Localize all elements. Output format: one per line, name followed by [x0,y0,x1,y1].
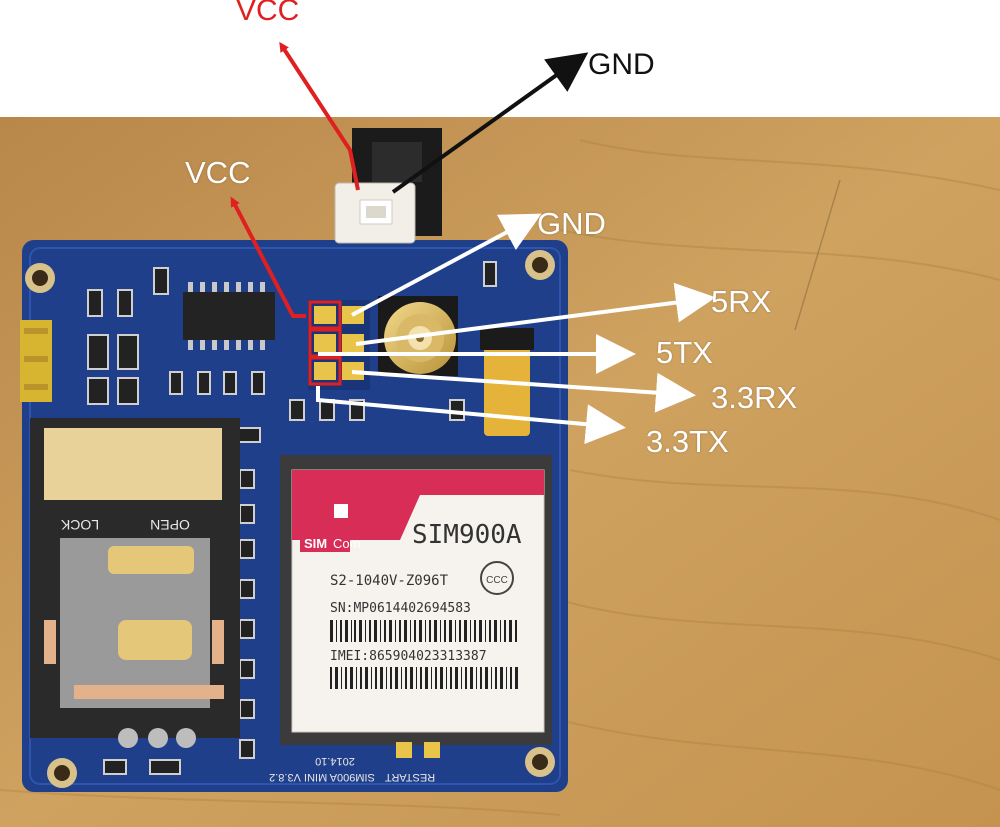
label-gnd-board: GND [537,206,606,241]
module-imei: IMEI:865904023313387 [330,649,487,664]
barcode [330,667,518,689]
label-5rx: 5RX [711,284,772,319]
board-silkscreen-date: 2014.10 [315,755,355,767]
level-shifter-ic [183,282,275,350]
label-vcc-board: VCC [185,155,251,190]
barcode [330,620,517,642]
sim900a-module: SIM Com SIM900A S2-1040V-Z096T CCC SN:MP… [280,455,552,745]
arrow-vcc-board [230,196,306,318]
module-serial: SN:MP0614402694583 [330,601,471,616]
board-silkscreen-model: SIM900A MINI V3.8.2 [269,771,375,783]
arrow-3-3rx [351,370,696,413]
reset-button-pads [396,742,440,758]
ccc-mark-text: CCC [486,575,508,586]
arrow-5rx [355,282,716,346]
label-3-3rx: 3.3RX [711,380,798,415]
arrow-vcc-top [279,41,360,191]
sim-open-label: OPEN [150,517,190,533]
white-background [0,0,1000,117]
simcom-brand-com: Com [333,536,360,551]
module-model: SIM900A [412,520,522,550]
simcom-brand-sim: SIM [304,536,327,551]
arrow-gnd-top [391,52,589,194]
sim-card-holder [30,418,240,748]
arrow-3-3tx [316,386,626,445]
module-part-number: S2-1040V-Z096T [330,573,449,589]
label-gnd-top: GND [588,48,655,81]
pin-header [20,320,52,402]
power-connector [334,182,416,244]
label-5tx: 5TX [656,335,713,370]
arrow-gnd-board [351,213,542,317]
sim-lock-label: LOCK [60,517,99,533]
label-vcc-top: VCC [236,0,300,27]
board-silkscreen-reset: RESTART [385,771,436,783]
label-3-3tx: 3.3TX [646,424,729,459]
wood-grain [0,139,1000,816]
ccc-mark [480,561,514,595]
